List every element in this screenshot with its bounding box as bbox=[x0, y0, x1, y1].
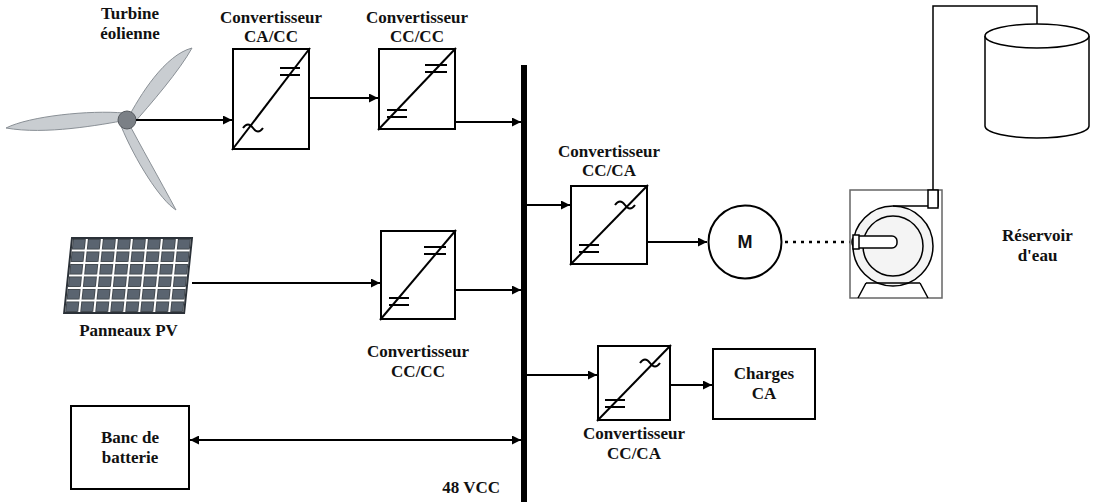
turbine-figure: Turbine éolienne bbox=[60, 2, 200, 217]
converter-symbols bbox=[389, 297, 409, 299]
arrow-connector bbox=[648, 241, 707, 243]
battery-box: Banc de batterie bbox=[70, 405, 190, 490]
converter-box: Convertisseur CC/CC bbox=[380, 230, 456, 320]
converter-symbols bbox=[387, 116, 407, 118]
converter-box: Convertisseur CA/CC bbox=[232, 48, 310, 150]
water-tank bbox=[985, 24, 1089, 48]
converter-symbols bbox=[425, 71, 447, 73]
converter-symbols bbox=[579, 244, 599, 246]
load-box: Charges CA bbox=[712, 348, 816, 420]
converter-symbols bbox=[615, 202, 635, 209]
node-label: Panneaux PV bbox=[79, 321, 179, 341]
arrow-connector bbox=[310, 97, 378, 99]
pv-panel bbox=[64, 238, 192, 313]
node-label: Convertisseur CA/CC bbox=[209, 8, 334, 47]
pump bbox=[928, 190, 938, 208]
arrow-connector bbox=[456, 121, 521, 123]
converter-symbols bbox=[424, 246, 446, 248]
node-label: 48 VCC bbox=[442, 478, 500, 498]
converter-symbols bbox=[280, 67, 300, 69]
circle-outline bbox=[709, 206, 782, 279]
converter-symbols bbox=[378, 48, 456, 130]
converter-box: Convertisseur CC/CC bbox=[378, 48, 456, 130]
converter-symbols bbox=[389, 304, 409, 306]
motor-circle: M bbox=[707, 204, 783, 280]
pump bbox=[785, 190, 942, 298]
converter-symbols bbox=[243, 125, 263, 132]
pump bbox=[858, 283, 928, 298]
converter-symbols bbox=[597, 345, 671, 421]
tank-figure: Réservoir d'eau bbox=[985, 22, 1090, 134]
water-tank bbox=[933, 6, 1089, 190]
node-label: Réservoir d'eau bbox=[983, 226, 1093, 265]
wind-turbine bbox=[6, 112, 127, 130]
arrow-connector bbox=[527, 374, 597, 376]
converter-symbols bbox=[380, 230, 456, 320]
converter-symbols bbox=[232, 48, 671, 421]
wind-turbine bbox=[121, 120, 176, 210]
converter-symbols bbox=[640, 360, 660, 367]
node-label: Charges CA bbox=[722, 364, 807, 403]
converter-box: Convertisseur CC/CA bbox=[570, 185, 648, 265]
node-label: Turbine éolienne bbox=[83, 4, 178, 43]
converter-symbols bbox=[425, 64, 447, 66]
converter-symbols bbox=[605, 406, 625, 408]
node-label: M bbox=[738, 232, 753, 253]
pump bbox=[852, 236, 897, 248]
node-label: Convertisseur CC/CA bbox=[547, 142, 672, 181]
pump bbox=[850, 190, 942, 298]
water-tank bbox=[985, 36, 1089, 138]
arrow-connector bbox=[200, 119, 232, 121]
converter-box: Convertisseur CC/CA bbox=[597, 345, 671, 421]
node-label: Banc de batterie bbox=[85, 428, 175, 467]
arrow-connector bbox=[192, 282, 380, 284]
dc-bus: 48 VCC bbox=[521, 65, 527, 502]
arrow-connector bbox=[456, 289, 521, 291]
converter-symbols bbox=[280, 74, 300, 76]
pv-panel bbox=[64, 238, 192, 313]
wind-turbine bbox=[136, 119, 200, 121]
node-label: Convertisseur CC/CC bbox=[355, 8, 480, 47]
converter-symbols bbox=[579, 251, 599, 253]
arrow-connector bbox=[527, 204, 570, 206]
pump bbox=[853, 235, 859, 249]
converter-symbols bbox=[387, 109, 407, 111]
pump bbox=[853, 206, 933, 286]
converter-symbols bbox=[570, 185, 648, 265]
pv-figure: Panneaux PV bbox=[65, 235, 192, 317]
pump bbox=[785, 241, 852, 244]
node-label: Convertisseur CC/CA bbox=[572, 424, 697, 463]
arrow-connector bbox=[671, 384, 712, 386]
converter-symbols bbox=[232, 48, 310, 150]
converter-symbols bbox=[424, 253, 446, 255]
converter-symbols bbox=[605, 399, 625, 401]
wind-turbine bbox=[127, 48, 192, 124]
arrow-connector bbox=[190, 439, 521, 441]
wind-turbine bbox=[6, 48, 200, 210]
node-label: Convertisseur CC/CC bbox=[356, 342, 481, 381]
wind-turbine bbox=[118, 111, 136, 129]
